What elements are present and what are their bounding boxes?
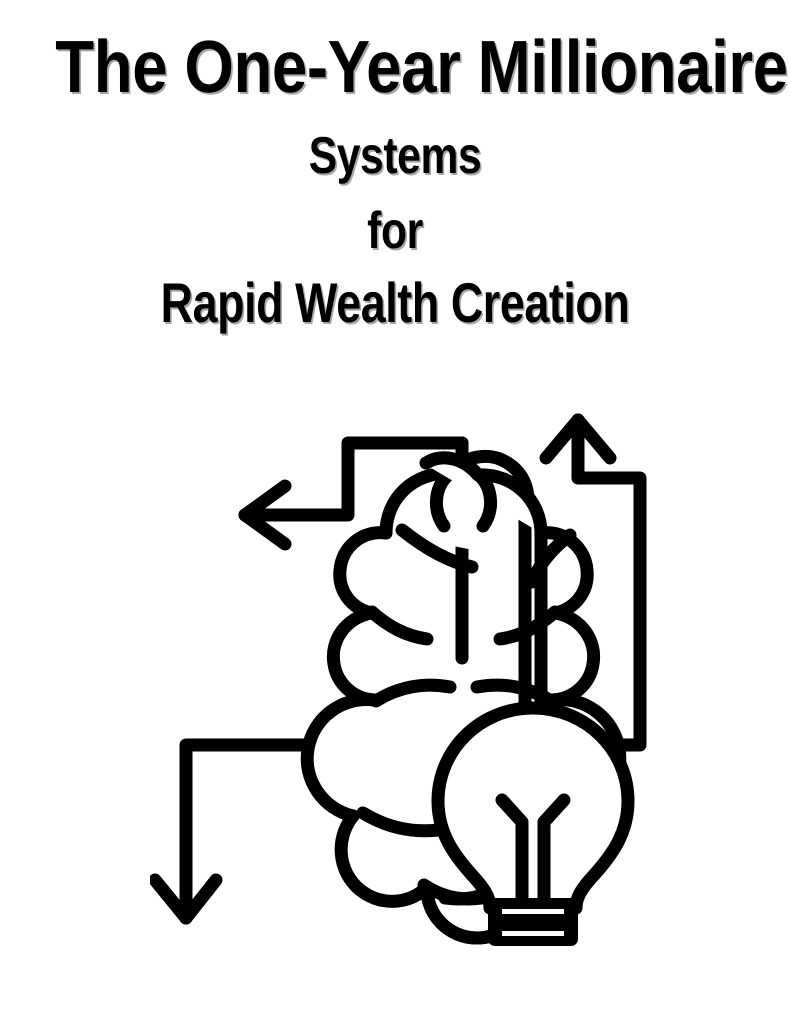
- arrow-up-head-left: [539, 413, 585, 465]
- brain-left-gyrus-1: [430, 469, 454, 533]
- brain-left-gyrus-2: [395, 523, 479, 574]
- lightbulb-base-thread-1: [502, 909, 564, 914]
- lightbulb-filament-left: [495, 793, 529, 910]
- arrow-up-head-right: [571, 413, 617, 465]
- lightbulb-base: [488, 898, 578, 946]
- arrow-down-head-left: [179, 873, 223, 925]
- lightbulb-glass: [431, 701, 635, 915]
- arrow-left-head-lower: [238, 508, 292, 551]
- page-title: The One-Year Millionaire:: [55, 25, 790, 108]
- lightbulb-base-thread-2: [502, 931, 564, 936]
- lightbulb-filament-right: [537, 793, 571, 910]
- arrow-down-path: [179, 738, 345, 925]
- cover-illustration: [150, 390, 650, 970]
- brain-right-gyrus-7: [525, 528, 577, 589]
- arrow-left-head-upper: [238, 479, 292, 522]
- brain-right-mid-fold: [546, 606, 601, 707]
- brain-left-lower-fold: [300, 693, 381, 823]
- brain-left-gyrus-4: [369, 678, 457, 708]
- brain-left-gyrus-3: [365, 605, 434, 646]
- brain-right-top-fill: [421, 456, 541, 533]
- brain-left-upper-fold: [333, 526, 393, 620]
- arrow-left-path: [238, 436, 469, 522]
- subtitle-line-2: for: [367, 202, 423, 260]
- brain-left-gyrus-5: [356, 806, 445, 838]
- brain-left-mid-fold: [326, 606, 381, 707]
- lightbulb-base-body: [488, 898, 578, 946]
- brain-left-bottom-fold: [334, 809, 434, 908]
- brain-lightbulb-icon: [150, 413, 647, 946]
- subtitle-line-3: Rapid Wealth Creation: [160, 271, 630, 334]
- subtitle-line-1: Systems: [308, 127, 482, 185]
- arrow-down-head-right: [150, 873, 193, 925]
- brain-right-gyrus-1: [473, 469, 497, 533]
